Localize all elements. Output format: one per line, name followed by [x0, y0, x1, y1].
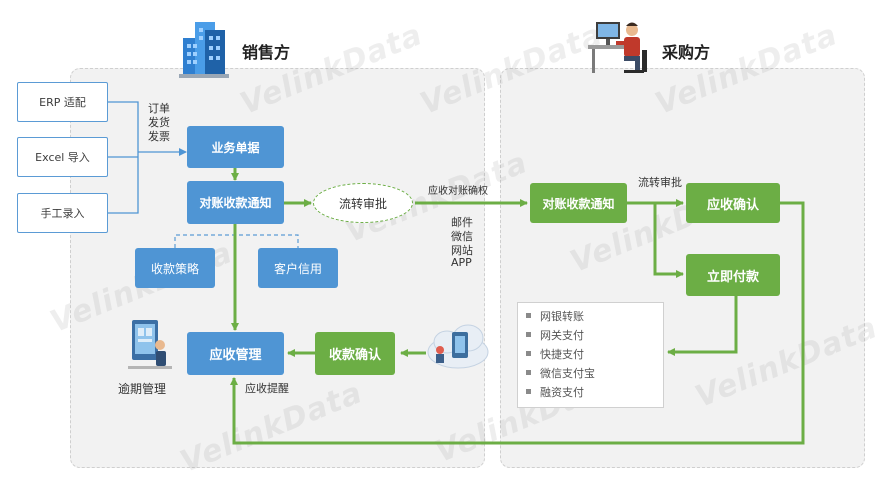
- channel-app: APP: [451, 256, 472, 269]
- buyer-approval-label: 流转审批: [638, 176, 682, 189]
- pay-now-node: 立即付款: [686, 254, 780, 296]
- seller-title: 销售方: [242, 43, 291, 62]
- ar-confirm-node: 应收确认: [686, 183, 780, 223]
- confirm-label: 应收对账确权: [428, 186, 488, 197]
- tablet-icon: [128, 320, 172, 369]
- reminder-label: 应收提醒: [245, 382, 289, 395]
- doc-type-delivery: 发货: [148, 116, 170, 129]
- strategy-node: 收款策略: [135, 248, 215, 288]
- payment-methods-list: 网银转账 网关支付 快捷支付 微信支付宝 融资支付: [517, 302, 664, 408]
- payment-method-item: 网银转账: [518, 306, 663, 325]
- seller-notice-node: 对账收款通知: [187, 181, 284, 224]
- overdue-label: 逾期管理: [118, 382, 167, 396]
- channel-website: 网站: [451, 244, 473, 257]
- channel-wechat: 微信: [451, 230, 473, 243]
- collect-confirm-node: 收款确认: [315, 332, 395, 375]
- person-at-desk-icon: [588, 22, 647, 73]
- source-erp: ERP 适配: [17, 82, 108, 122]
- credit-node: 客户信用: [258, 248, 338, 288]
- channel-email: 邮件: [451, 216, 473, 229]
- payment-method-item: 微信支付宝: [518, 363, 663, 382]
- approval-oval: 流转审批: [313, 183, 413, 223]
- building-icon: [179, 22, 229, 78]
- doc-type-invoice: 发票: [148, 130, 170, 143]
- source-manual: 手工录入: [17, 193, 108, 233]
- cloud-payment-icon: [427, 324, 489, 369]
- payment-method-item: 快捷支付: [518, 344, 663, 363]
- doc-type-order: 订单: [148, 102, 170, 115]
- source-excel: Excel 导入: [17, 137, 108, 177]
- buyer-title: 采购方: [662, 43, 711, 62]
- ar-management-node: 应收管理: [187, 332, 284, 375]
- buyer-notice-node: 对账收款通知: [530, 183, 627, 223]
- payment-method-item: 融资支付: [518, 382, 663, 401]
- payment-method-item: 网关支付: [518, 325, 663, 344]
- business-doc-node: 业务单据: [187, 126, 284, 168]
